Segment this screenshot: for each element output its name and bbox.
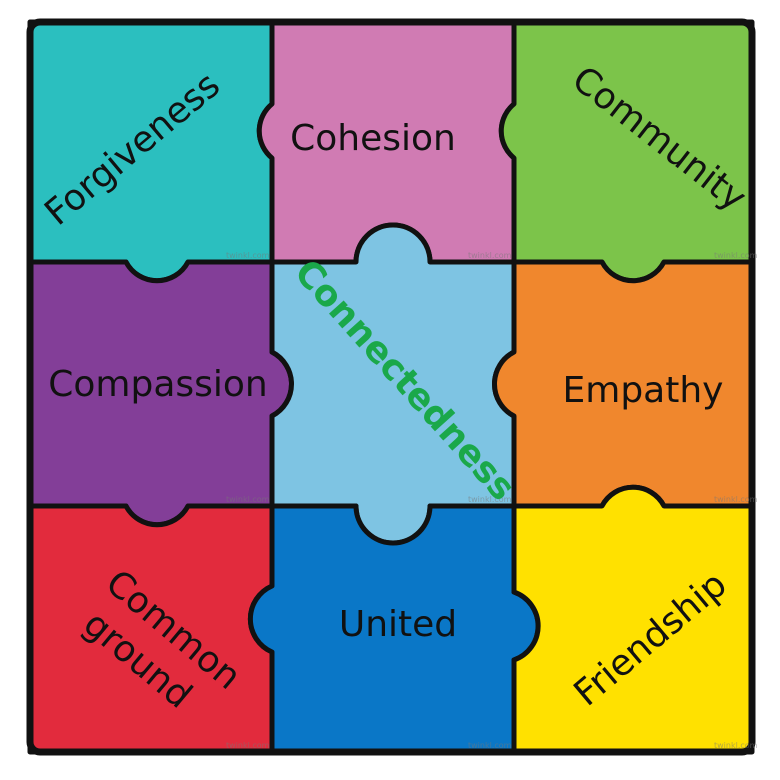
watermark: twinkl.com (714, 495, 758, 504)
watermark: twinkl.com (226, 251, 270, 260)
label-united: United (339, 604, 457, 645)
watermark: twinkl.com (714, 251, 758, 260)
watermark: twinkl.com (468, 495, 512, 504)
piece-friendship (511, 484, 755, 755)
watermark: twinkl.com (226, 741, 270, 750)
watermark: twinkl.com (468, 741, 512, 750)
label-cohesion: Cohesion (290, 118, 456, 159)
watermark: twinkl.com (226, 495, 270, 504)
watermark: twinkl.com (468, 251, 512, 260)
label-compassion: Compassion (48, 364, 268, 405)
label-empathy: Empathy (563, 370, 724, 411)
piece-community (498, 19, 755, 284)
watermark: twinkl.com (714, 741, 758, 750)
puzzle-frame (26, 18, 756, 756)
